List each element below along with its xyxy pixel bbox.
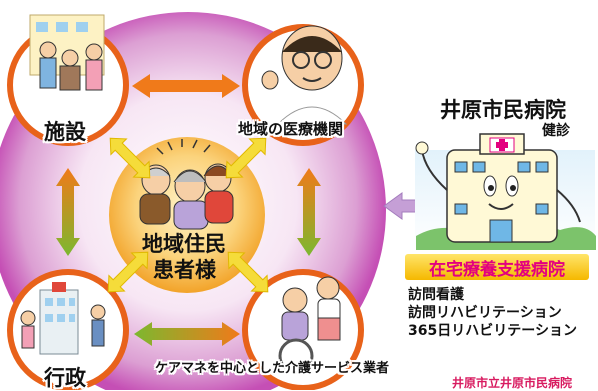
- center-label-line1: 地域住民: [142, 232, 226, 256]
- label-local-medical: 地域の医療機関: [238, 120, 344, 138]
- center-label-line2: 患者様: [153, 258, 216, 282]
- service-item: 訪問看護: [408, 287, 464, 303]
- node-circle-facility: [7, 14, 129, 146]
- arrow-facility-medical: [132, 74, 240, 98]
- arrow-center-medical: [225, 137, 267, 179]
- service-item: 365日リハビリテーション: [408, 323, 577, 339]
- node-circle-local-medical: [242, 24, 364, 146]
- hospital-checkup: 健診: [542, 123, 570, 139]
- label-care-business: ケアマネを中心とした介護サービス業者: [155, 361, 390, 376]
- arrow-center-admin: [107, 251, 149, 293]
- node-circle-care-business: [242, 269, 364, 390]
- arrow-center-facility: [109, 137, 151, 179]
- label-facility: 施設: [44, 120, 86, 144]
- hospital-illustration: [415, 133, 596, 250]
- arrow-center-care: [227, 251, 269, 293]
- arrow-medical-care: [297, 168, 321, 256]
- arrow-admin-care: [134, 322, 240, 346]
- hospital-services-list: 訪問看護 訪問リハビリテーション 365日リハビリテーション: [408, 286, 577, 340]
- label-admin: 行政: [44, 366, 86, 390]
- service-item: 訪問リハビリテーション: [408, 305, 562, 321]
- credit-text: 井原市立井原市民病院: [452, 376, 573, 390]
- hospital-name: 井原市民病院: [440, 98, 566, 122]
- home-care-banner: 在宅療養支援病院: [405, 254, 589, 280]
- node-circle-admin: [7, 269, 129, 390]
- arrow-facility-admin: [56, 168, 80, 256]
